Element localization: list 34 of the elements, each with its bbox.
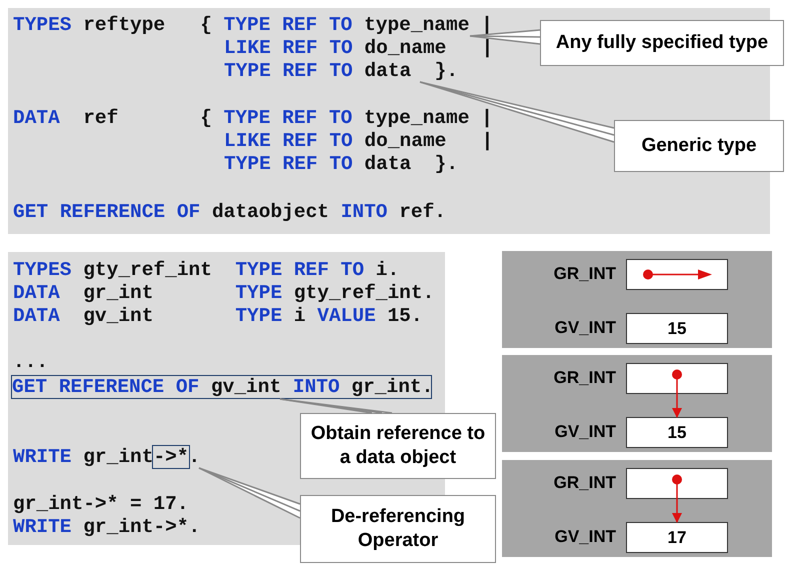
code-line: WRITE gr_int->*. — [13, 516, 200, 538]
value-box: 15 — [626, 417, 728, 448]
code-line: LIKE REF TO do_name | — [224, 130, 494, 152]
code-line: TYPE REF TO data }. — [224, 153, 458, 175]
code-line: DATA ref { TYPE REF TO type_name | — [13, 107, 493, 129]
variable-label: GR_INT — [552, 368, 616, 388]
code-line: WRITE gr_int->*. — [13, 446, 200, 468]
variable-label: GV_INT — [554, 318, 616, 338]
callout-box: Any fully specified type — [540, 20, 784, 66]
variable-label: GV_INT — [554, 422, 616, 442]
code-line: gr_int->* = 17. — [13, 493, 189, 515]
pointer-box — [626, 259, 728, 290]
pointer-box — [626, 468, 728, 499]
code-line: ... — [13, 351, 48, 373]
callout-box: Generic type — [614, 120, 784, 172]
memory-panel — [502, 251, 772, 348]
pointer-box — [626, 363, 728, 394]
code-line: TYPES reftype { TYPE REF TO type_name | — [13, 14, 493, 36]
memory-panel — [502, 355, 772, 452]
variable-label: GV_INT — [554, 527, 616, 547]
code-line: LIKE REF TO do_name | — [224, 37, 494, 59]
variable-label: GR_INT — [552, 264, 616, 284]
pointer-arrow — [672, 370, 682, 418]
variable-label: GR_INT — [552, 473, 616, 493]
code-line: TYPES gty_ref_int TYPE REF TO i. — [13, 259, 400, 281]
memory-panel — [502, 460, 772, 557]
code-line: GET REFERENCE OF dataobject INTO ref. — [13, 201, 446, 223]
code-line: DATA gr_int TYPE gty_ref_int. — [13, 282, 434, 304]
value-box: 15 — [626, 313, 728, 344]
callout-box: De-referencing Operator — [300, 495, 496, 563]
code-line: DATA gv_int TYPE i VALUE 15. — [13, 305, 423, 327]
code-line: TYPE REF TO data }. — [224, 60, 458, 82]
pointer-arrow — [672, 474, 682, 523]
value-box: 17 — [626, 522, 728, 553]
